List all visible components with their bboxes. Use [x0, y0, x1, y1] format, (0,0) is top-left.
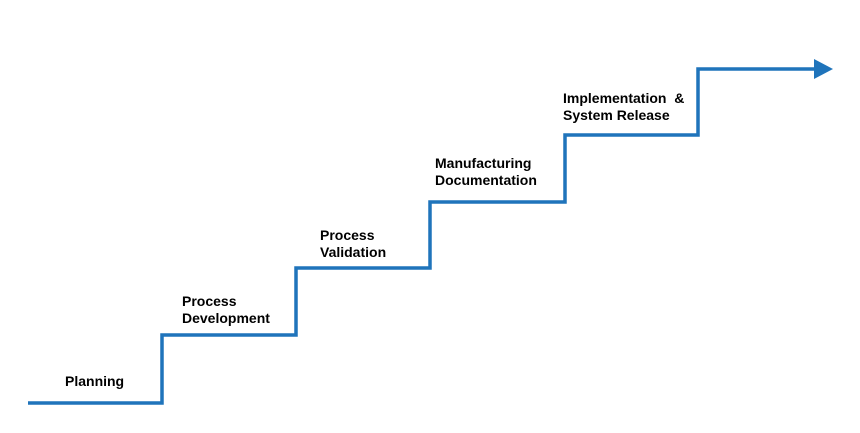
step-label-line: Validation [320, 244, 387, 260]
step-label-line: Process [182, 293, 237, 309]
step-label-line: Development [182, 310, 270, 326]
step-label-process-validation: Process Validation [320, 227, 386, 261]
step-label-line: Process [320, 227, 375, 243]
step-label-line: System Release [563, 107, 670, 123]
step-label-line: Implementation & [563, 90, 685, 106]
step-label-line: Manufacturing [435, 155, 532, 171]
step-label-manufacturing-documentation: Manufacturing Documentation [435, 155, 537, 189]
step-label-process-development: Process Development [182, 293, 270, 327]
staircase-line [28, 67, 815, 405]
step-label-implementation-system-release: Implementation & System Release [563, 90, 684, 124]
step-label-planning: Planning [65, 373, 124, 390]
arrow-right-icon [814, 59, 833, 79]
step-label-line: Documentation [435, 172, 537, 188]
step-label-line: Planning [65, 373, 125, 389]
